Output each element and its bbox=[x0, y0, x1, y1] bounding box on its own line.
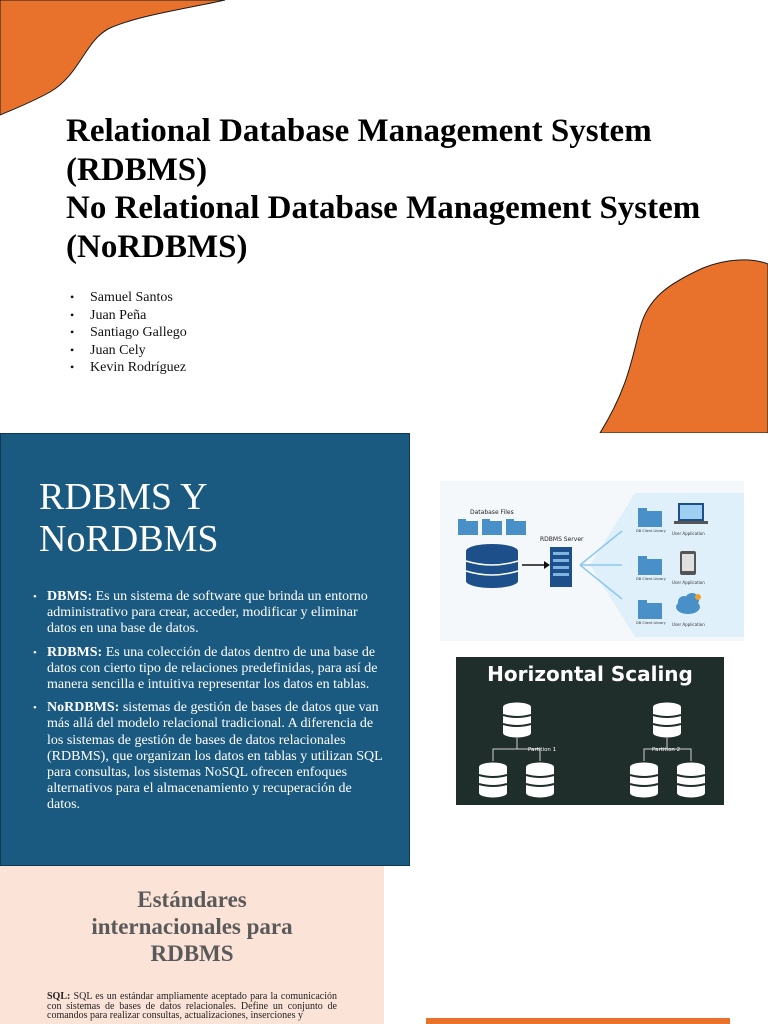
client-library-label: DB Client Library bbox=[636, 529, 666, 533]
rdbms-architecture-diagram: Database Files RDBMS Server bbox=[440, 481, 744, 641]
definition-text: Es un sistema de software que brinda un … bbox=[47, 589, 368, 637]
standards-slide: Estándares internacionales para RDBMS SQ… bbox=[0, 866, 768, 1024]
standards-title: Estándares internacionales para RDBMS bbox=[0, 886, 384, 967]
partition-lines bbox=[492, 738, 692, 761]
folder-icon bbox=[458, 519, 526, 535]
sql-term: SQL: bbox=[47, 991, 71, 1002]
client-library-label: DB Client Library bbox=[636, 577, 666, 581]
member-item: Santiago Gallego bbox=[70, 324, 187, 342]
member-item: Kevin Rodríguez bbox=[70, 359, 187, 377]
client-library-icons bbox=[638, 508, 662, 619]
user-application-label: User Application bbox=[672, 531, 705, 536]
peach-panel: Estándares internacionales para RDBMS SQ… bbox=[0, 866, 384, 1024]
definition-item: RDBMS: Es una colección de datos dentro … bbox=[33, 645, 383, 694]
definition-item: NoRDBMS: sistemas de gestión de bases de… bbox=[33, 700, 383, 813]
member-item: Juan Cely bbox=[70, 342, 187, 360]
user-application-label: User Application bbox=[672, 622, 705, 627]
blue-text-panel: RDBMS Y NoRDBMS DBMS: Es un sistema de s… bbox=[0, 433, 410, 866]
sql-paragraph: SQL: SQL es un estándar ampliamente acep… bbox=[47, 991, 337, 1022]
horizontal-scaling-title: Horizontal Scaling bbox=[487, 662, 693, 686]
definition-text: Es una colección de datos dentro de una … bbox=[47, 644, 378, 693]
definition-term: DBMS: bbox=[47, 589, 93, 604]
standards-title-line-1: Estándares bbox=[137, 887, 247, 912]
standards-title-line-2: internacionales para bbox=[91, 914, 293, 939]
orange-accent-bar bbox=[426, 1018, 730, 1024]
definition-text: sistemas de gestión de bases de datos qu… bbox=[47, 700, 383, 813]
definition-term: NoRDBMS: bbox=[47, 700, 120, 716]
title-line-2: (RDBMS) bbox=[66, 151, 208, 188]
database-cylinder-icon bbox=[465, 544, 519, 588]
connection-lines bbox=[579, 530, 623, 600]
sql-text: SQL es un estándar ampliamente aceptado … bbox=[47, 991, 337, 1022]
database-stack-icon bbox=[479, 702, 705, 798]
title-line-4: (NoRDBMS) bbox=[66, 228, 248, 265]
slide-title: Relational Database Management System (R… bbox=[66, 112, 700, 266]
title-line-1: Relational Database Management System bbox=[66, 113, 652, 149]
definitions-list: DBMS: Es un sistema de software que brin… bbox=[33, 589, 383, 821]
orange-wave-bottom-right bbox=[599, 259, 768, 433]
team-members-list: Samuel Santos Juan Peña Santiago Gallego… bbox=[70, 289, 187, 377]
heading-line-2: NoRDBMS bbox=[39, 518, 219, 560]
heading-line-1: RDBMS Y bbox=[39, 476, 208, 518]
member-item: Juan Peña bbox=[70, 307, 187, 325]
phone-icon bbox=[680, 551, 696, 575]
member-item: Samuel Santos bbox=[70, 289, 187, 307]
user-application-label: User Application bbox=[672, 580, 705, 585]
cloud-icon bbox=[676, 593, 701, 614]
scaling-graphic: Partition 1 Partition 2 bbox=[478, 702, 706, 798]
server-icon bbox=[550, 547, 572, 587]
definition-item: DBMS: Es un sistema de software que brin… bbox=[33, 589, 383, 638]
slide-heading: RDBMS Y NoRDBMS bbox=[39, 476, 219, 560]
rdbms-nordbms-slide: RDBMS Y NoRDBMS DBMS: Es un sistema de s… bbox=[0, 433, 768, 866]
laptop-icon bbox=[674, 503, 708, 524]
partition-2-label: Partition 2 bbox=[652, 747, 680, 753]
partition-1-label: Partition 1 bbox=[528, 747, 556, 753]
rdbms-server-label: RDBMS Server bbox=[540, 536, 584, 543]
client-library-label: DB Client Library bbox=[636, 621, 666, 625]
title-slide: Relational Database Management System (R… bbox=[0, 0, 768, 433]
database-files-label: Database Files bbox=[470, 509, 514, 516]
definition-term: RDBMS: bbox=[47, 644, 103, 660]
orange-wave-top-left bbox=[0, 0, 226, 116]
horizontal-scaling-diagram: Horizontal Scaling Pa bbox=[456, 657, 724, 805]
title-line-3: No Relational Database Management System bbox=[66, 190, 701, 226]
standards-title-line-3: RDBMS bbox=[150, 941, 234, 966]
